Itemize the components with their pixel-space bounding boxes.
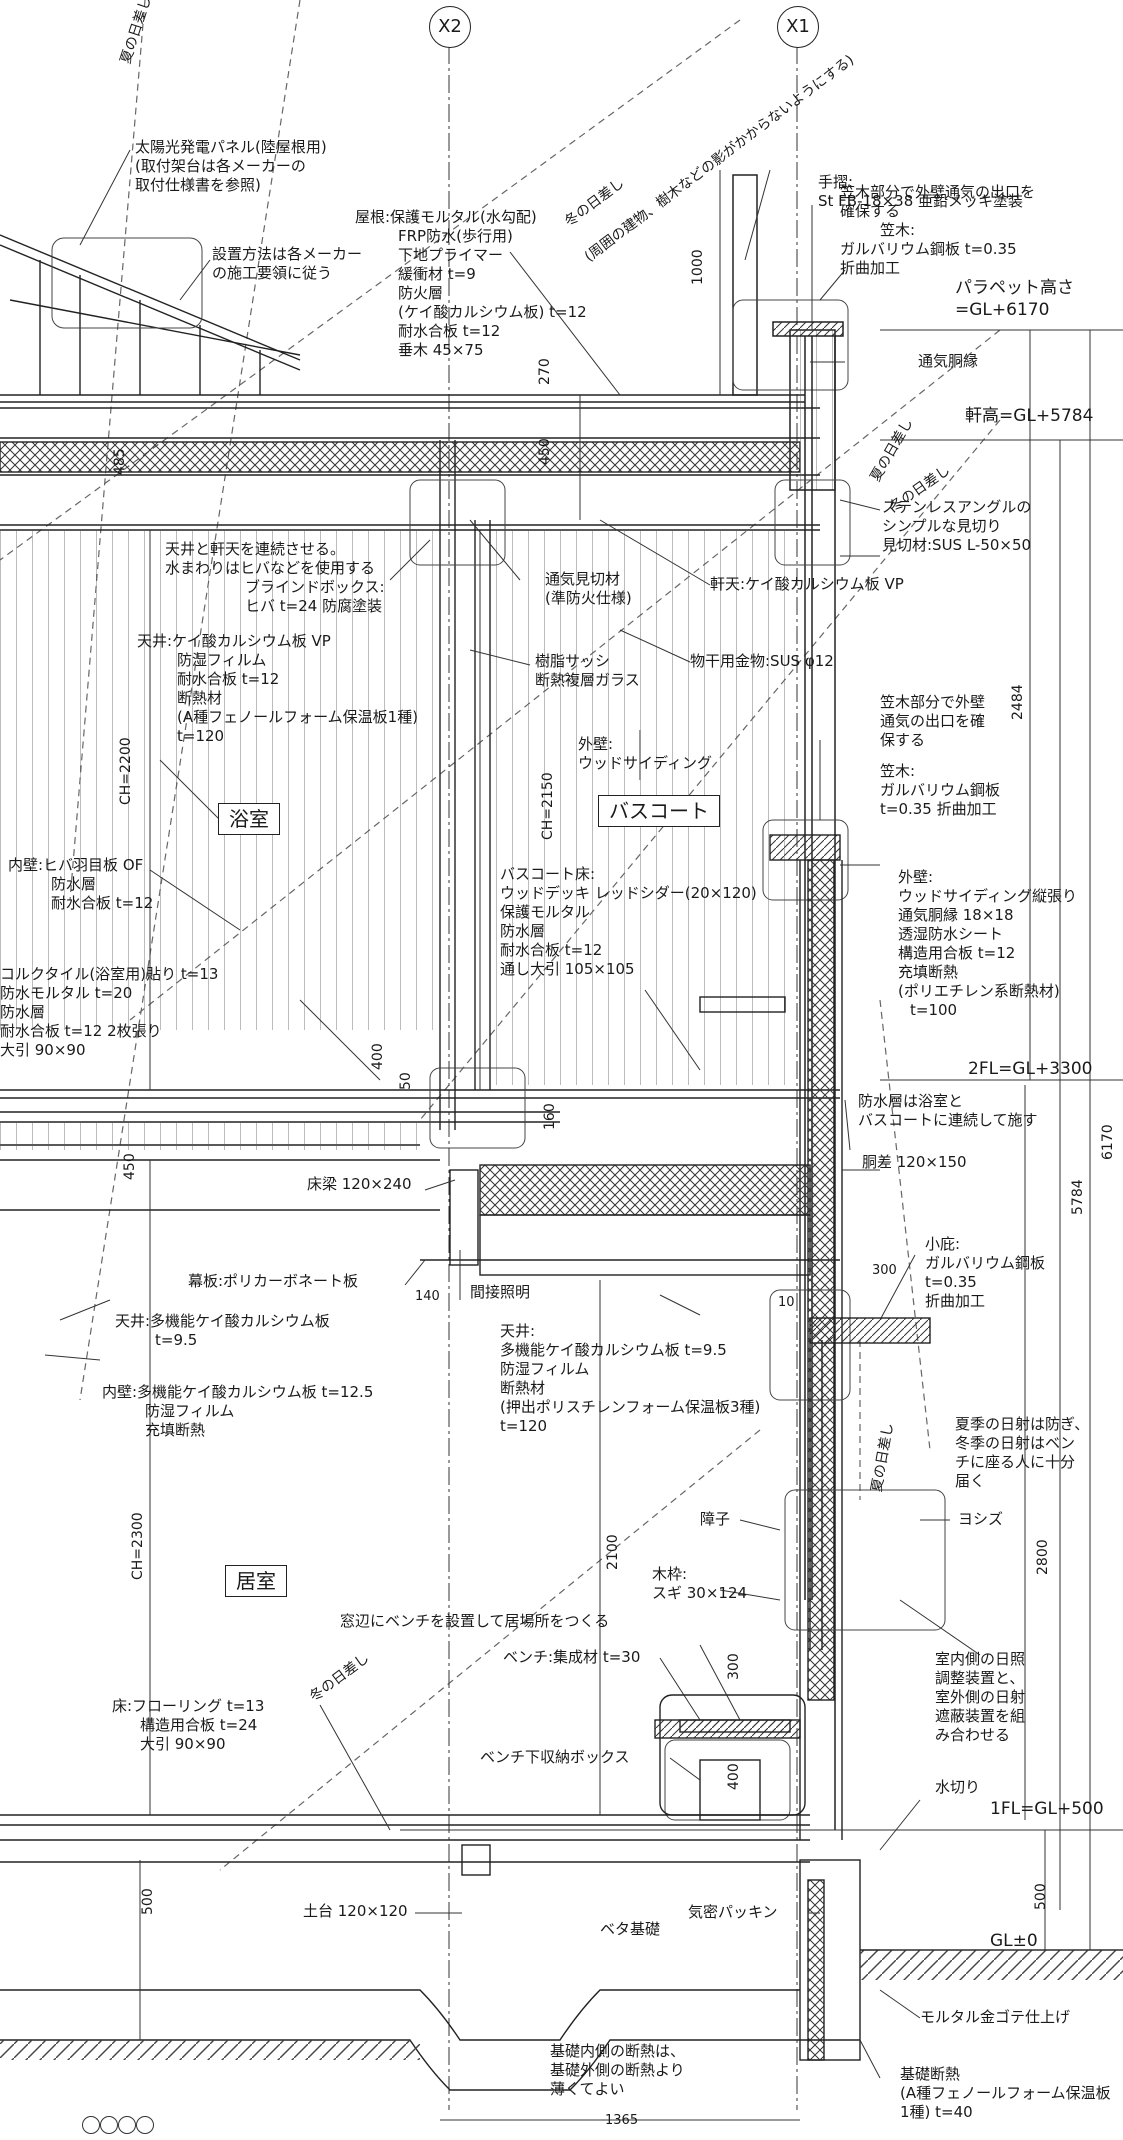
dim-140: 140 [415, 1289, 440, 1304]
drip-label: 水切り [935, 1778, 981, 1796]
dim-2100: 2100 [605, 1534, 621, 1570]
vent-cut-note: 通気見切材(準防火仕様) [545, 570, 632, 607]
dim-1365: 1365 [605, 2113, 639, 2128]
outer-wall [769, 834, 946, 1840]
room-label-living: 居室 [225, 1565, 287, 1597]
stainless-note: ステンレスアングルのシンプルな見切り見切材:SUS L-50×50 [882, 498, 1032, 554]
dim-450-upper: 450 [537, 438, 553, 465]
indirect-light-label: 間接照明 [470, 1283, 531, 1301]
foundation [0, 1949, 1123, 2091]
belt-beam-label: 胴差 120×150 [862, 1153, 967, 1171]
eaves-ceiling-label: 軒天:ケイ酸カルシウム板 VP [710, 575, 904, 593]
mortar-finish-label: モルタル金ゴテ仕上げ [920, 2008, 1071, 2026]
dim-485: 485 [112, 448, 128, 475]
wood-frame-spec: 木枠:スギ 30×124 [652, 1565, 748, 1602]
dim-2484: 2484 [1010, 684, 1026, 720]
dim-400-upper: 400 [370, 1043, 386, 1070]
sill-label: 土台 120×120 [303, 1902, 408, 1920]
bench-label: ベンチ:集成材 t=30 [503, 1648, 641, 1666]
parapet-level: パラペット高さ=GL+6170 [955, 278, 1074, 320]
ceiling-height-living: CH=2300 [130, 1512, 146, 1580]
dim-450-lower: 450 [122, 1153, 138, 1180]
curtain-board-label: 幕板:ポリカーボネート板 [188, 1272, 359, 1290]
room-label-bath-court: バスコート [598, 795, 720, 827]
dim-300-canopy: 300 [872, 1263, 897, 1278]
dim-500-right: 500 [1033, 1883, 1049, 1910]
bench [659, 1694, 806, 1816]
window-bench-note: 窓辺にベンチを設置して居場所をつくる [340, 1612, 610, 1630]
dim-160: 160 [542, 1103, 558, 1130]
solar-panel [0, 234, 301, 395]
waterproof-note: 防水層は浴室とバスコートに連続して施す [858, 1092, 1038, 1129]
court-floor-spec: バスコート床:ウッドデッキ レッドシダー(20×120)保護モルタル防水層耐水合… [500, 865, 757, 978]
solar-panel-note: 太陽光発電パネル(陸屋根用)(取付架台は各メーカーの取付仕様書を参照) [135, 138, 327, 194]
vent-furring-label: 通気胴縁 [918, 352, 979, 370]
dry-hook-label: 物干用金物:SUS φ12 [690, 652, 834, 670]
ceiling-height-bath: CH=2200 [118, 737, 134, 805]
dim-2800: 2800 [1035, 1539, 1051, 1575]
blind-box-note: 天井と軒天を連続させる。水まわりはヒバなどを使用するブラインドボックス:ヒバ t… [165, 540, 385, 615]
floor-2fl [0, 996, 840, 1276]
dim-5784: 5784 [1070, 1179, 1086, 1215]
summer-sun-note: 夏季の日射は防ぎ、冬季の日射はベンチに座る人に十分届く [955, 1415, 1090, 1490]
sash-note: 樹脂サッシ断熱複層ガラス [535, 652, 640, 689]
dim-400-bench: 400 [726, 1763, 742, 1790]
dimension-lines [139, 170, 1123, 2121]
room-label-bath: 浴室 [218, 803, 280, 835]
dim-270: 270 [537, 358, 553, 385]
light-control-note: 室内側の日照調整装置と、室外側の日射遮蔽装置を組み合わせる [935, 1650, 1026, 1744]
level-gl: GL±0 [990, 1931, 1038, 1951]
airtight-packing-label: 気密パッキン [688, 1903, 778, 1921]
floor-beam-label: 床梁 120×240 [307, 1175, 412, 1193]
dim-300-bench: 300 [726, 1653, 742, 1680]
ceiling-height-court: CH=2150 [540, 772, 556, 840]
dim-1000: 1000 [690, 249, 706, 285]
level-1fl: 1FL=GL+500 [990, 1799, 1104, 1819]
bathroom-walls [0, 440, 851, 1130]
dim-6170: 6170 [1100, 1124, 1116, 1160]
install-note: 設置方法は各メーカーの施工要領に従う [212, 245, 363, 282]
grid-bubble-x2: X2 [429, 6, 471, 48]
eaves-level: 軒高=GL+5784 [965, 406, 1094, 426]
level-2fl: 2FL=GL+3300 [968, 1059, 1093, 1079]
grid-bubble-x1: X1 [777, 6, 819, 48]
foundation-insulation-note: 基礎内側の断熱は、基礎外側の断熱より薄くてよい [550, 2042, 686, 2098]
storage-box-label: ベンチ下収納ボックス [480, 1748, 630, 1766]
yoshizu-label: ヨシズ [958, 1510, 1004, 1528]
outer-wall-upper-note: 外壁:ウッドサイディング [578, 735, 712, 772]
shoji-label: 障子 [700, 1510, 731, 1528]
dim-50: 50 [398, 1072, 414, 1090]
leader-lines [44, 149, 981, 2079]
handrail-note: 手摺:St FB-18×38 亜鉛メッキ塗装 [818, 173, 1024, 210]
dim-10: 10 [778, 1295, 795, 1310]
mat-foundation-label: ベタ基礎 [600, 1920, 661, 1938]
dim-500-left: 500 [140, 1888, 156, 1915]
